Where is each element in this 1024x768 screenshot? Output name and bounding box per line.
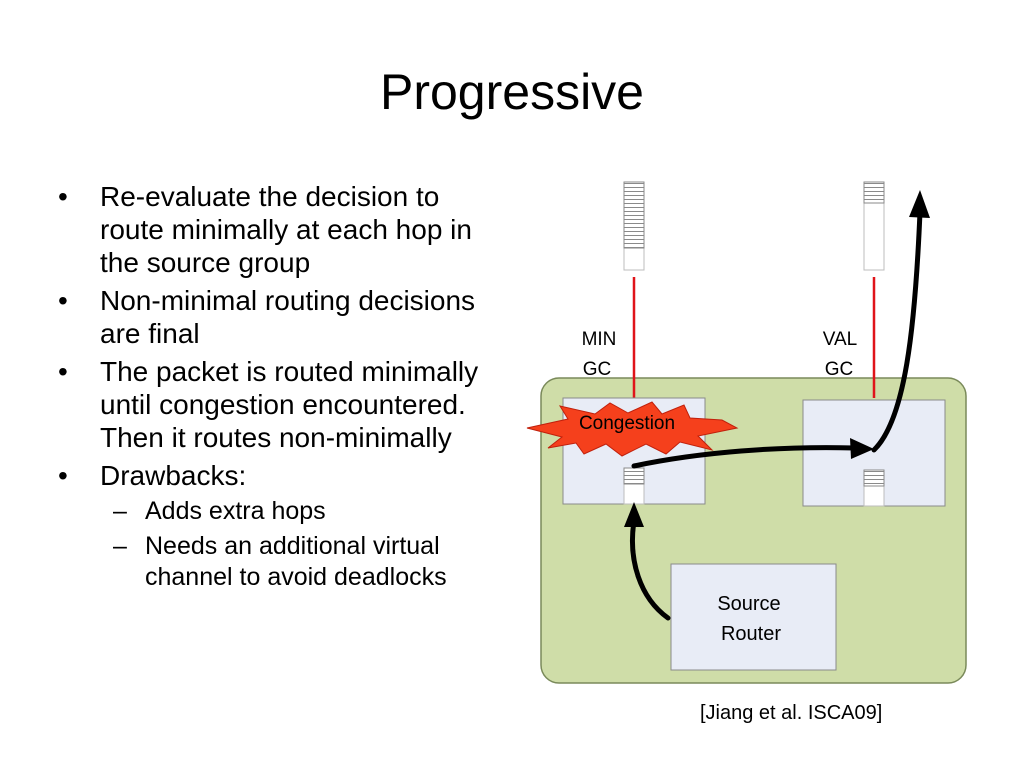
path-source-to-min: [630, 518, 671, 621]
source-router-label: Router: [721, 623, 781, 645]
min-router-buffer: [623, 467, 645, 505]
citation: [Jiang et al. ISCA09]: [700, 702, 883, 724]
min-gc-buffer: [623, 181, 645, 271]
bullet-item: • Drawbacks:: [58, 459, 508, 492]
congestion-burst: [526, 401, 739, 457]
sub-bullet-text: Needs an additional virtual channel to a…: [145, 532, 447, 591]
sub-bullet-text: Adds extra hops: [145, 497, 326, 525]
arrow-head-right-val: [850, 438, 874, 459]
arrow-head-up-global: [909, 190, 930, 218]
arrow-head-up-min: [624, 502, 644, 527]
sub-bullet-marker: –: [113, 532, 127, 560]
val-router-buffer: [863, 469, 885, 507]
sub-bullet-item: – Needs an additional virtual channel to…: [58, 531, 508, 593]
bullet-marker: •: [58, 356, 68, 387]
bullet-text: The packet is routed minimally until con…: [100, 356, 479, 453]
val-gc-label: VAL: [823, 329, 858, 350]
source-router-box: [670, 563, 837, 671]
bullet-text: Non-minimal routing decisions are final: [100, 285, 476, 349]
bullet-text: Drawbacks:: [100, 460, 247, 491]
min-gc-label: GC: [583, 359, 612, 380]
bullet-marker: •: [58, 285, 68, 316]
val-gc-label: GC: [825, 359, 854, 380]
bullet-item: • Non-minimal routing decisions are fina…: [58, 284, 508, 350]
path-min-to-val: [631, 445, 858, 469]
path-val-to-global: [871, 209, 923, 453]
sub-bullet-marker: –: [113, 497, 127, 525]
congestion-label: Congestion: [579, 413, 675, 434]
val-gc-buffer: [863, 181, 885, 271]
bullet-marker: •: [58, 181, 68, 212]
bullet-list: • Re-evaluate the decision to route mini…: [58, 180, 508, 593]
bullet-marker: •: [58, 460, 68, 491]
bullet-item: • Re-evaluate the decision to route mini…: [58, 180, 508, 279]
min-gc-label: MIN: [582, 329, 617, 350]
bullet-text: Re-evaluate the decision to route minima…: [100, 181, 472, 278]
slide-title: Progressive: [380, 64, 644, 120]
sub-bullet-item: – Adds extra hops: [58, 496, 508, 527]
bullet-item: • The packet is routed minimally until c…: [58, 355, 508, 454]
route-path: [630, 209, 923, 621]
source-router-label: Source: [717, 593, 780, 615]
